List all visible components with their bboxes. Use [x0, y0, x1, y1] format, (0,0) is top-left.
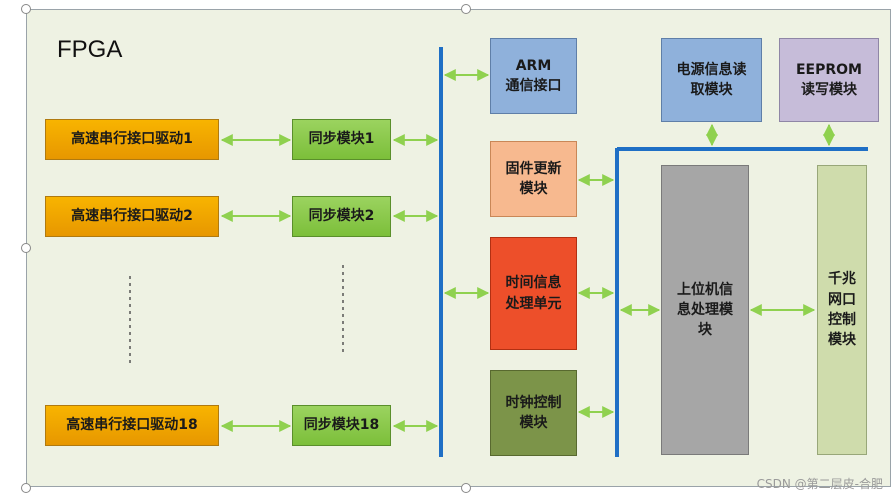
host-info-module: 上位机信 息处理模 块	[661, 165, 749, 455]
selection-handle-mid-left[interactable]	[21, 243, 31, 253]
gigabit-ethernet-module: 千兆 网口 控制 模块	[817, 165, 867, 455]
power-info-module: 电源信息读 取模块	[661, 38, 762, 122]
clock-control-module: 时钟控制 模块	[490, 370, 577, 456]
fpga-title: FPGA	[57, 36, 123, 63]
arm-interface: ARM 通信接口	[490, 38, 577, 114]
watermark: CSDN @第二层皮-合肥	[756, 477, 883, 491]
sync-module-1: 同步模块1	[292, 119, 391, 160]
driver-18: 高速串行接口驱动18	[45, 405, 219, 446]
driver-2: 高速串行接口驱动2	[45, 196, 219, 237]
sync-module-18: 同步模块18	[292, 405, 391, 446]
driver-1: 高速串行接口驱动1	[45, 119, 219, 160]
selection-handle-bottom-left[interactable]	[21, 483, 31, 493]
eeprom-module: EEPROM 读写模块	[779, 38, 879, 122]
selection-handle-bottom-mid[interactable]	[461, 483, 471, 493]
time-info-unit: 时间信息 处理单元	[490, 237, 577, 350]
selection-handle-top-left[interactable]	[21, 4, 31, 14]
selection-handle-top-mid[interactable]	[461, 4, 471, 14]
sync-module-2: 同步模块2	[292, 196, 391, 237]
firmware-update-module: 固件更新 模块	[490, 141, 577, 217]
